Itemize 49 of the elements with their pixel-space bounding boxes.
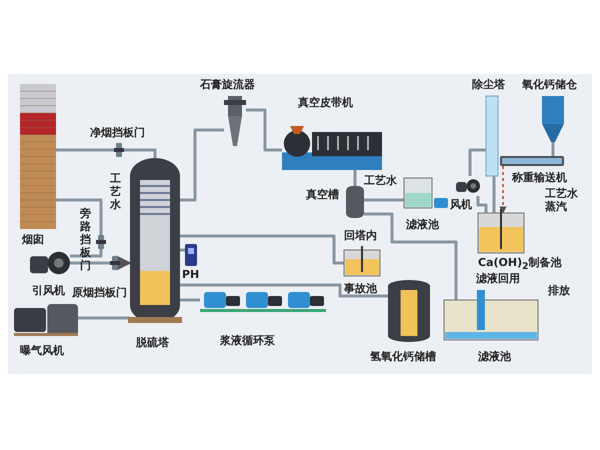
pipe — [246, 108, 282, 152]
pipe — [78, 316, 130, 320]
pipe — [364, 212, 458, 300]
pipe — [180, 284, 388, 298]
pipe — [124, 148, 156, 158]
pipe-label: 滤液回用 — [476, 272, 520, 285]
pipe — [70, 249, 102, 258]
pipe — [364, 198, 404, 202]
pipe — [70, 262, 110, 264]
equipment-label: 旁路挡板门 — [80, 207, 92, 272]
equipment-label: 石膏旋流器 — [200, 78, 255, 91]
equipment-label: 脱硫塔 — [136, 336, 169, 349]
equipment-label: 真空皮带机 — [298, 96, 353, 109]
pipe-label: 工艺水 — [364, 174, 397, 187]
pipe — [56, 148, 114, 152]
equipment-label: 烟囱 — [22, 233, 44, 246]
pipe — [116, 256, 132, 270]
pipe — [180, 298, 200, 302]
equipment-label: 引风机 — [32, 284, 65, 297]
pipe — [476, 196, 488, 213]
pipe — [180, 248, 185, 252]
pipe — [56, 198, 102, 235]
equipment-label: 称重输送机 — [512, 171, 567, 184]
pipe-label: 工艺水 — [545, 187, 578, 200]
equipment-label: PH — [182, 268, 200, 281]
equipment-label: 滤液池 — [478, 350, 511, 363]
pipe — [354, 170, 356, 186]
pipe — [468, 148, 486, 176]
pipe-label: 蒸汽 — [545, 200, 567, 213]
equipment-label: 除尘塔 — [472, 78, 505, 91]
equipment-label: 净烟挡板门 — [90, 126, 145, 139]
pipe — [492, 176, 496, 213]
pipe — [180, 128, 224, 202]
equipment-label: 曝气风机 — [20, 344, 64, 357]
pipe — [552, 142, 554, 156]
equipment-label: 原烟挡板门 — [72, 286, 127, 299]
equipment-label: 滤液池 — [406, 218, 439, 231]
equipment-label: 氧化钙储仓 — [522, 78, 577, 91]
pipe-label: 工艺水 — [110, 172, 122, 211]
equipment-label: 浆液循环泵 — [220, 334, 275, 347]
pipe-label: 回塔内 — [344, 229, 377, 242]
equipment-label: 风机 — [450, 198, 472, 211]
equipment-label: 真空槽 — [306, 188, 339, 201]
equipment-label: Ca(OH)$_{2}$制备池 — [478, 256, 562, 272]
equipment-label: 事故池 — [344, 282, 377, 295]
pipe — [499, 166, 507, 214]
pipe — [180, 234, 344, 264]
pipe-label: 排放 — [548, 284, 570, 297]
equipment-label: 氢氧化钙储槽 — [370, 350, 436, 363]
